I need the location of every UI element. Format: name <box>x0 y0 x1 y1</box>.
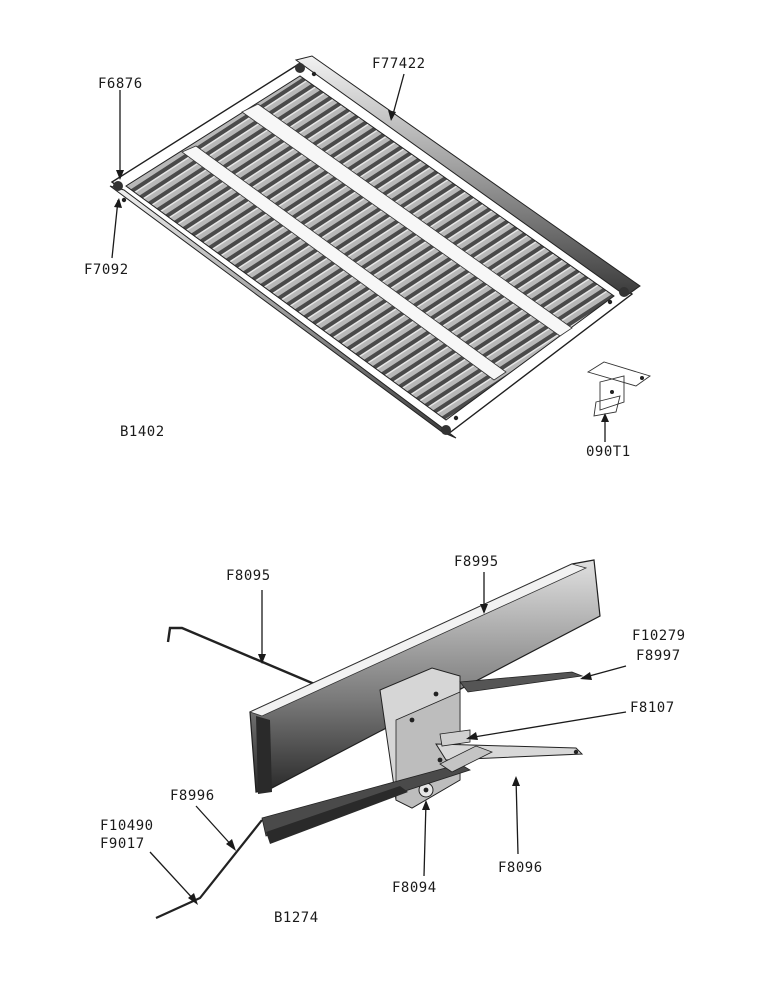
leader-F8996 <box>195 805 235 849</box>
leader-F8094 <box>423 801 427 877</box>
tray-corner-nw <box>113 181 123 191</box>
leader-F7092 <box>111 199 119 259</box>
part-label-F7092: F7092 <box>84 262 129 278</box>
tray-louver-field <box>125 75 615 421</box>
part-label-F8995: F8995 <box>454 554 499 570</box>
rod-F10490 <box>155 819 263 920</box>
tray-corner-sw <box>441 425 451 435</box>
part-label-F8107: F8107 <box>630 700 675 716</box>
tray-divider-right <box>241 103 573 337</box>
part-label-F8997: F8997 <box>636 648 681 664</box>
tray-rail-top <box>294 55 641 297</box>
part-label-F8996: F8996 <box>170 788 215 804</box>
assembly-label-B1274: B1274 <box>274 910 319 926</box>
bar-F10279 <box>459 671 584 693</box>
grille-tray-assembly <box>109 55 641 439</box>
assembly-label-B1402: B1402 <box>120 424 165 440</box>
part-label-F8096: F8096 <box>498 860 543 876</box>
part-label-F10279: F10279 <box>632 628 686 644</box>
part-label-F77422: F77422 <box>372 56 426 72</box>
part-label-F8094: F8094 <box>392 880 437 896</box>
rod-F8095 <box>166 626 339 696</box>
part-label-F8095: F8095 <box>226 568 271 584</box>
tray-divider-left <box>181 145 507 381</box>
leader-F77422 <box>391 73 405 119</box>
part-label-F9017: F9017 <box>100 836 145 852</box>
part-label-F6876: F6876 <box>98 76 143 92</box>
part-label-090T1: 090T1 <box>586 444 631 460</box>
clip-F8107 <box>439 729 471 747</box>
part-label-F10490: F10490 <box>100 818 154 834</box>
leader-F8107 <box>467 711 627 739</box>
tray-corner-se <box>619 287 629 297</box>
leader-F8096 <box>515 777 519 855</box>
tray-corner-ne <box>295 63 305 73</box>
linkage-assembly <box>155 559 601 920</box>
bracket-090T1 <box>586 361 652 417</box>
leader-F10490 <box>149 851 197 903</box>
